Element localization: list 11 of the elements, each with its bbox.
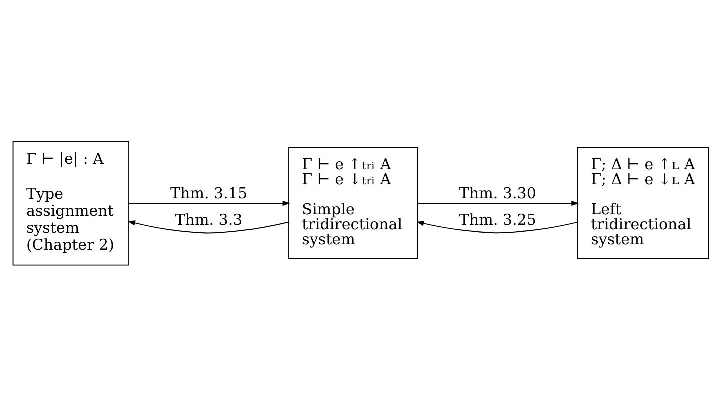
arrow — [128, 220, 290, 234]
edge-label: Thm. 3.25 — [459, 210, 536, 228]
edge-label: Thm. 3.30 — [459, 184, 536, 202]
node-box: Γ; Δ ⊢ e ↑𝕃 A Γ; Δ ⊢ e ↓𝕃 A Left tridirectional system — [577, 147, 710, 259]
node-box: Γ ⊢ |e| : A Type assignment system (Chapter 2) — [12, 140, 130, 266]
node-box: Γ ⊢ e ↑tri A Γ ⊢ e ↓tri A Simple tridirectional system — [288, 147, 418, 259]
arrow — [416, 220, 578, 234]
edge-label: Thm. 3.3 — [175, 210, 243, 228]
edge-label: Thm. 3.15 — [170, 184, 248, 202]
arrow — [418, 200, 580, 206]
arrow — [128, 200, 290, 206]
